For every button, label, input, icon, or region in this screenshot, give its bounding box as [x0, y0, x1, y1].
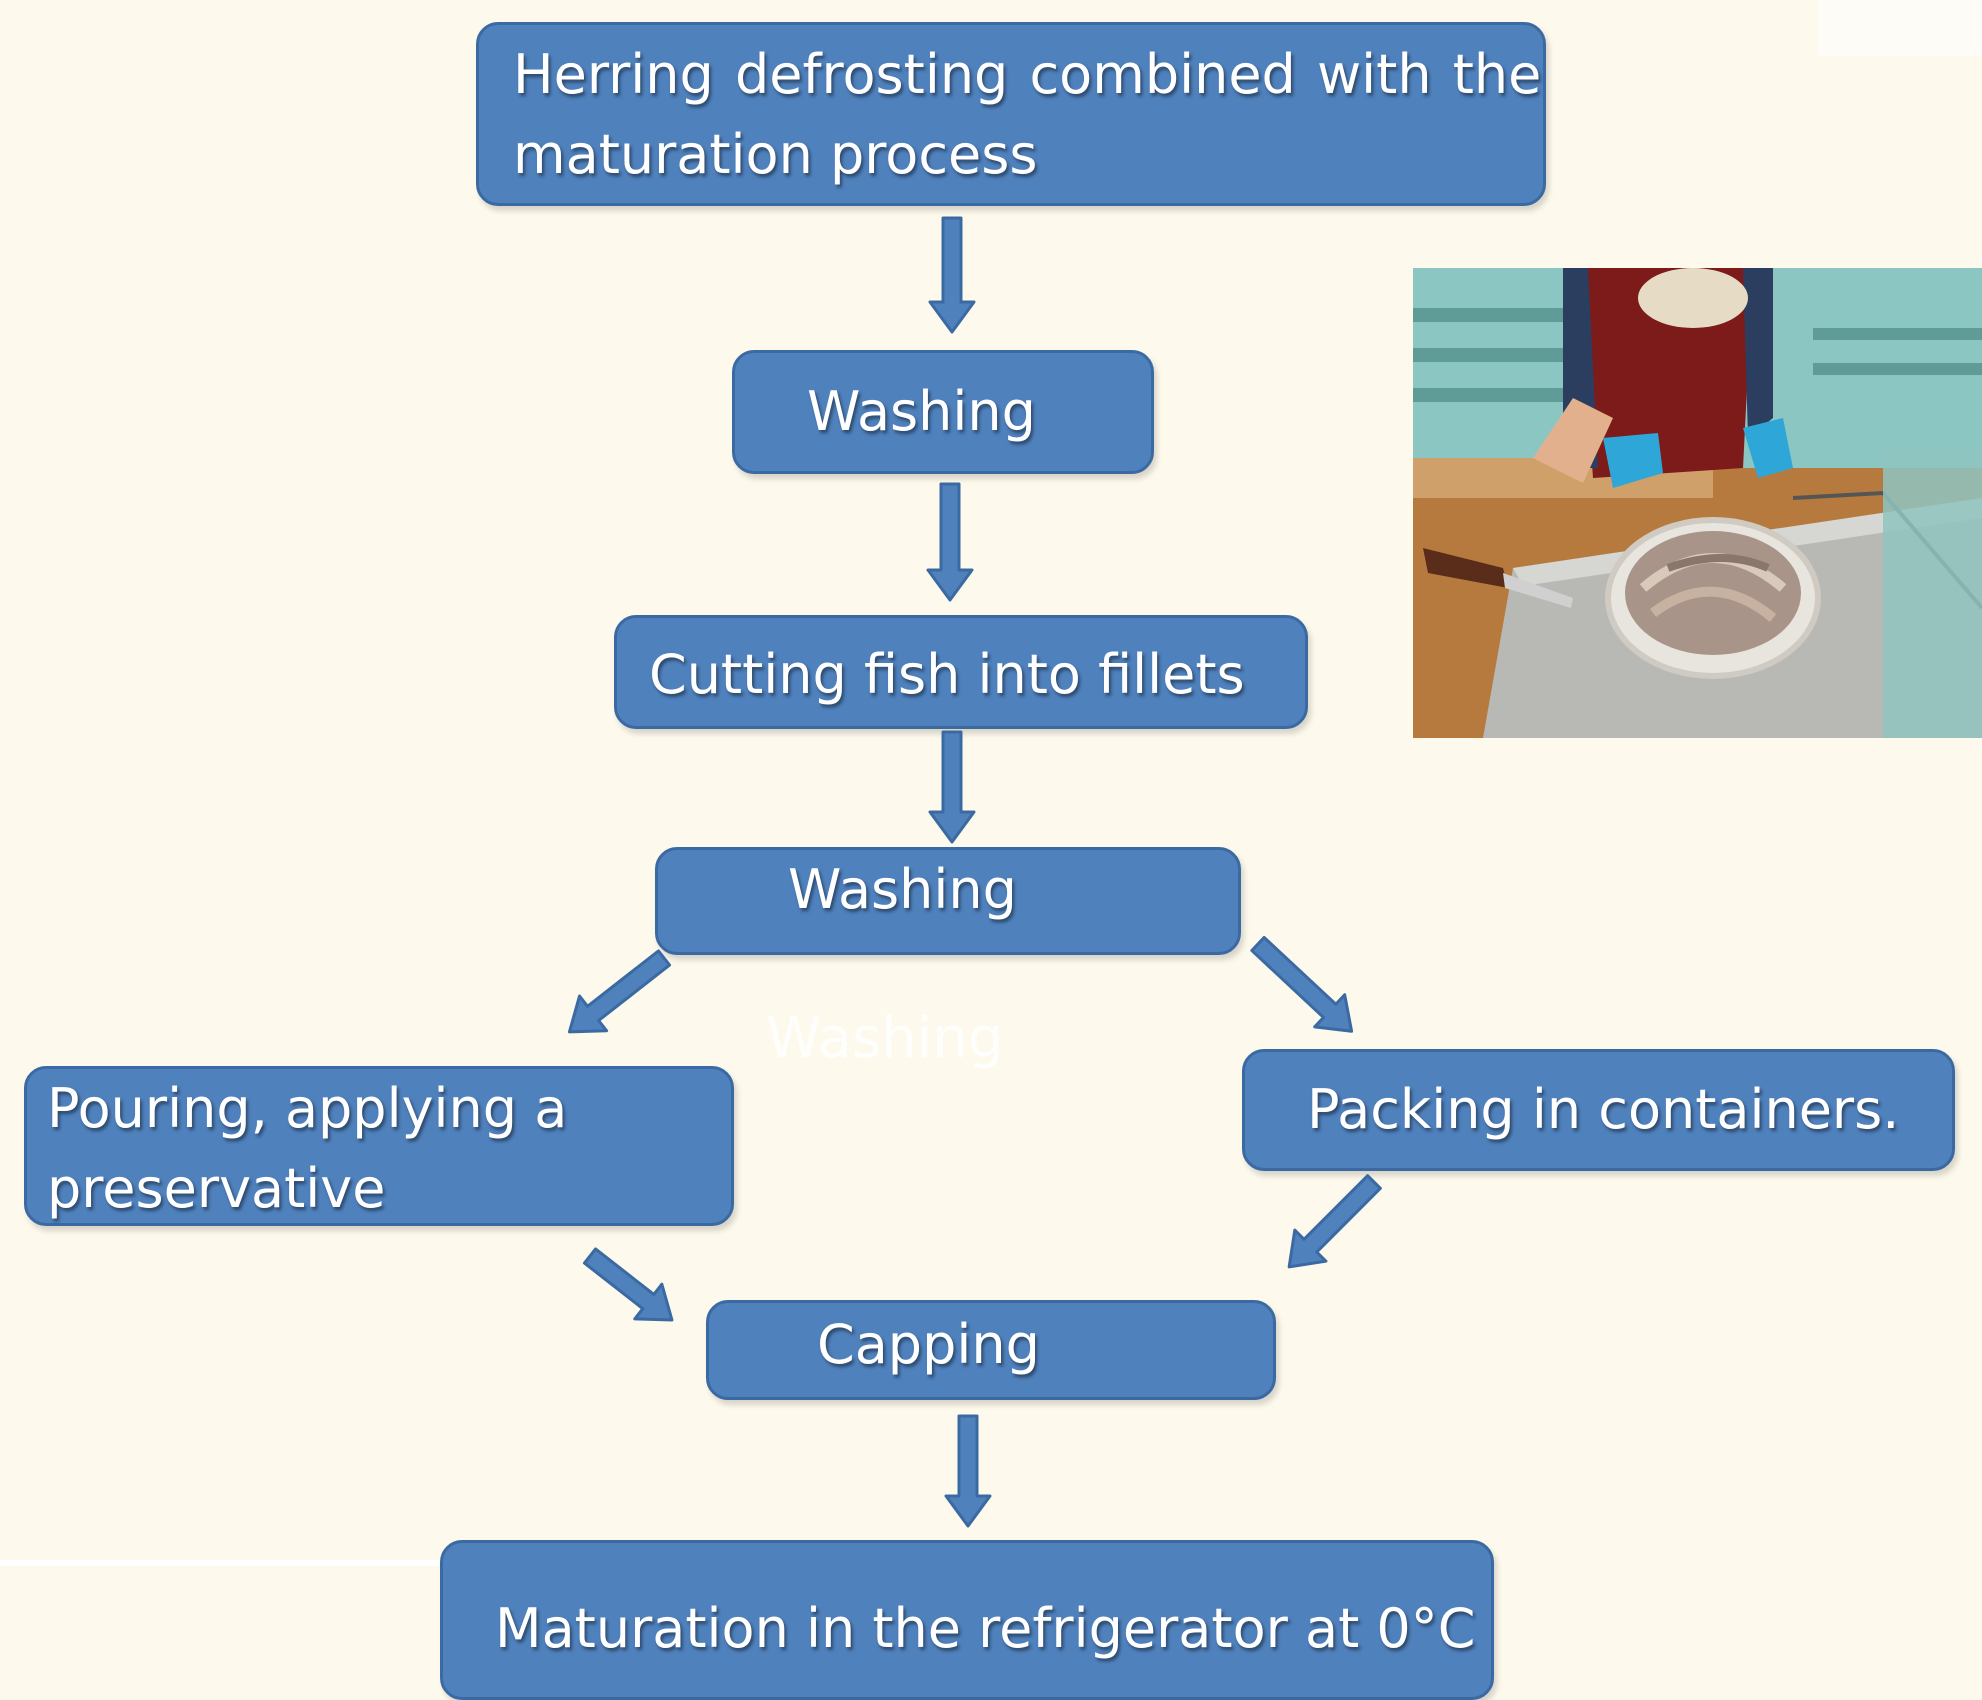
herring-packing-photo: [1413, 268, 1982, 738]
corner-patch: [1818, 0, 1982, 56]
step-washing-1-label: Washing: [807, 380, 1036, 443]
step-defrosting-line1: Herring defrosting combined with the: [513, 43, 1542, 106]
arrow-washing-to-cutting: [926, 482, 974, 602]
step-maturation-refrigerator: Maturation in the refrigerator at 0°C: [440, 1540, 1494, 1700]
step-defrosting-line2: maturation process: [513, 123, 1038, 186]
step-washing-2-label: Washing: [788, 858, 1017, 921]
step-pouring-preservative: Pouring, applying a preservative: [24, 1066, 734, 1226]
arrow-pouring-to-capping: [582, 1247, 674, 1322]
step-cutting-fillets-label: Cutting fish into fillets: [649, 643, 1245, 706]
step-capping-label: Capping: [817, 1313, 1040, 1376]
arrow-defrost-to-washing: [928, 216, 976, 334]
step-washing-2: Washing: [655, 847, 1241, 955]
step-pouring-line1: Pouring, applying a: [47, 1077, 568, 1140]
arrow-cutting-to-washing: [928, 730, 976, 844]
step-maturation-label: Maturation in the refrigerator at 0°C: [495, 1597, 1476, 1660]
step-cutting-fillets: Cutting fish into fillets: [614, 615, 1308, 729]
arrow-washing-to-packing: [1250, 935, 1354, 1033]
ghost-washing-label: Washing: [766, 1006, 1004, 1071]
divider-line: [0, 1560, 440, 1566]
step-packing-containers: Packing in containers.: [1242, 1049, 1955, 1171]
step-defrosting: Herring defrosting combined with the mat…: [476, 22, 1546, 206]
arrow-washing-to-pouring: [567, 949, 672, 1034]
arrow-packing-to-capping: [1287, 1174, 1382, 1269]
step-capping: Capping: [706, 1300, 1276, 1400]
arrow-capping-to-maturation: [944, 1414, 992, 1528]
step-packing-containers-label: Packing in containers.: [1307, 1078, 1900, 1141]
photo-illustration: [1413, 268, 1982, 738]
step-washing-1: Washing: [732, 350, 1154, 474]
step-pouring-line2: preservative: [47, 1157, 386, 1220]
